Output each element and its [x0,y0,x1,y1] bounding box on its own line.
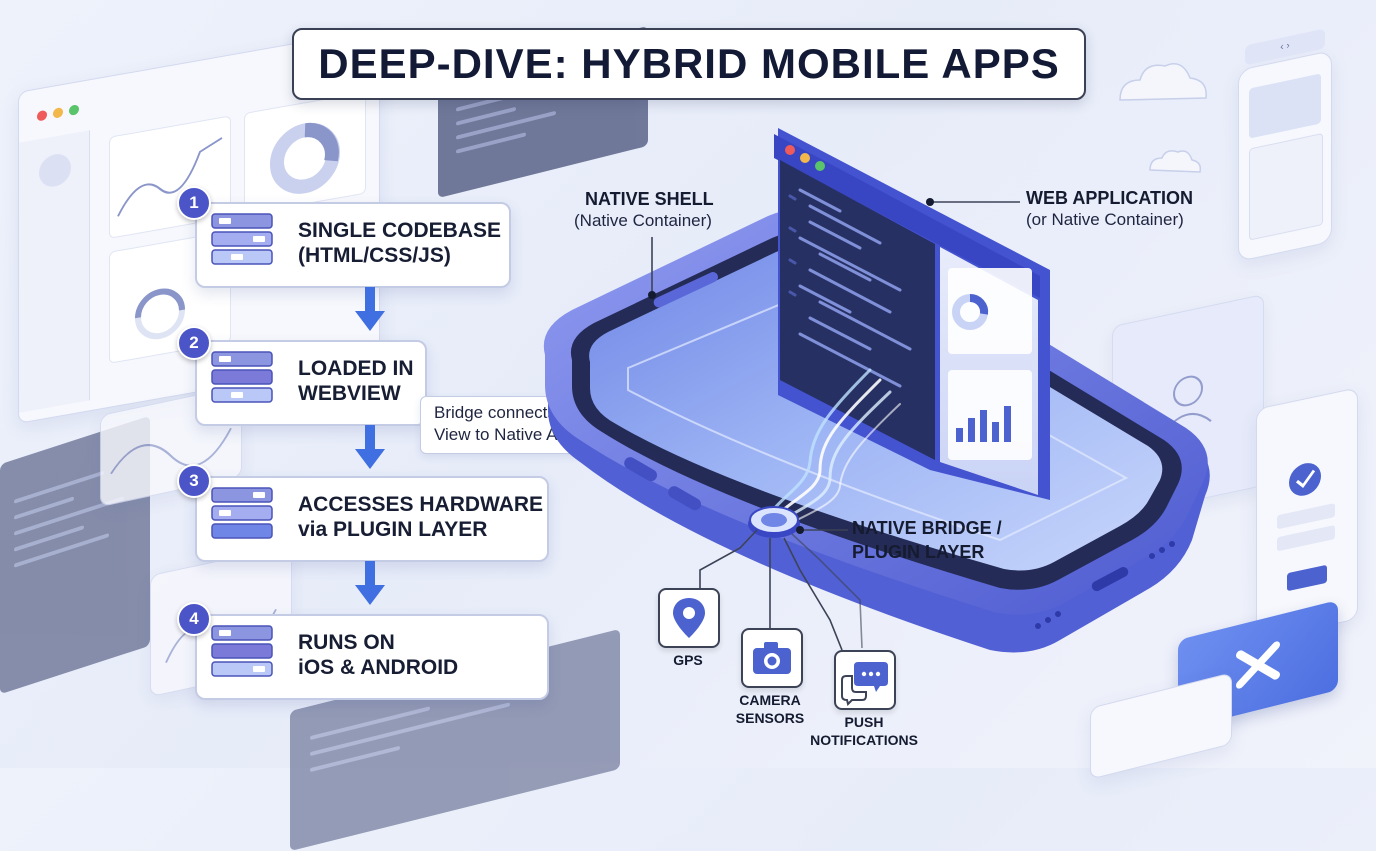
window-minimize-dot [800,153,810,163]
step-number-2: 2 [177,326,211,360]
bg-logo-icon [1236,641,1280,689]
native-shell-pointer-dot [648,291,656,299]
gps-icon-box [658,588,720,648]
step-text-4: RUNS ON iOS & ANDROID [298,630,458,680]
layer-stack-icon [211,487,273,539]
push-icon-box [834,650,896,710]
step-3-line-2: via PLUGIN LAYER [298,518,488,541]
camera-label-line-1: CAMERA [739,692,801,708]
layer-stack-icon [211,213,273,265]
step-4-line-1: RUNS ON [298,631,395,654]
window-close-dot [785,145,795,155]
bg-card-check [1256,387,1358,641]
native-shell-sublabel: (Native Container) [574,211,712,230]
callout-line-2: View to Native APIs [434,425,583,444]
web-app-label: WEB APPLICATION [1026,188,1193,208]
native-bridge-line-1: NATIVE BRIDGE / [852,518,1002,538]
title-banner: DEEP-DIVE: HYBRID MOBILE APPS [292,28,1086,100]
web-app-pointer-dot [926,198,934,206]
bg-line-chart-icon [117,137,223,217]
push-label-line-1: PUSH [844,714,884,730]
screen-highlight [627,294,1129,542]
page-title: DEEP-DIVE: HYBRID MOBILE APPS [318,40,1060,87]
step-text-1: SINGLE CODEBASE (HTML/CSS/JS) [298,218,501,268]
bg-dashboard-panel [18,28,380,424]
step-2-line-2: WEBVIEW [298,382,401,405]
layer-stack-icon [211,625,273,677]
arrow-down-icon [355,425,385,469]
volume-up-button [624,457,657,482]
bg-wave-icon [110,427,232,475]
map-pin-icon [673,598,705,638]
phone-illustration [543,128,1210,653]
check-circle-icon [1277,463,1335,591]
step-1-line-2: (HTML/CSS/JS) [298,244,451,267]
step-3-line-1: ACCESSES HARDWARE [298,493,544,516]
gps-label: GPS [673,652,703,668]
arrow-down-icon [355,287,385,331]
push-label: PUSH NOTIFICATIONS [795,713,933,749]
phone-speaker [653,272,719,308]
step-number-3: 3 [177,464,211,498]
native-shell-label: NATIVE SHELL [585,189,714,209]
step-text-3: ACCESSES HARDWARE via PLUGIN LAYER [298,492,543,542]
bar-chart-icon [956,406,1011,442]
volume-down-button [668,486,701,511]
arrow-down-icon [355,561,385,605]
step-text-2: LOADED IN WEBVIEW [298,356,414,406]
web-app-sublabel: (or Native Container) [1026,210,1184,229]
step-2-line-1: LOADED IN [298,357,414,380]
step-4-line-2: iOS & ANDROID [298,656,459,679]
camera-icon-box [741,628,803,688]
bridge-pointer-dot [796,526,804,534]
push-label-line-2: NOTIFICATIONS [810,732,918,748]
bg-donut-card [244,91,366,216]
bg-chart-card [109,115,231,239]
window-maximize-dot [815,161,825,171]
layer-stack-icon [211,351,273,403]
step-number-4: 4 [177,602,211,636]
camera-label: CAMERA SENSORS [724,691,816,727]
connector-lines [651,201,1020,651]
bg-gauge-card [109,230,231,364]
bg-chart-panel-left [100,384,242,508]
web-app-window [774,128,1050,500]
native-bridge-line-2: PLUGIN LAYER [852,542,985,562]
charge-port [1091,566,1129,592]
chat-bubbles-icon [841,662,888,706]
data-stream [768,368,901,527]
step-number-1: 1 [177,186,211,220]
native-bridge-label: NATIVE BRIDGE / PLUGIN LAYER [852,516,1002,564]
bg-logo-tile [1178,600,1338,730]
step-1-line-1: SINGLE CODEBASE [298,219,502,242]
code-lines [798,188,912,388]
cloud-icon [1119,63,1207,173]
bg-gauge-icon [135,288,185,340]
camera-icon [753,642,791,674]
bg-donut-icon [270,122,340,194]
camera-label-line-2: SENSORS [735,710,805,726]
native-bridge-hub [748,506,800,538]
